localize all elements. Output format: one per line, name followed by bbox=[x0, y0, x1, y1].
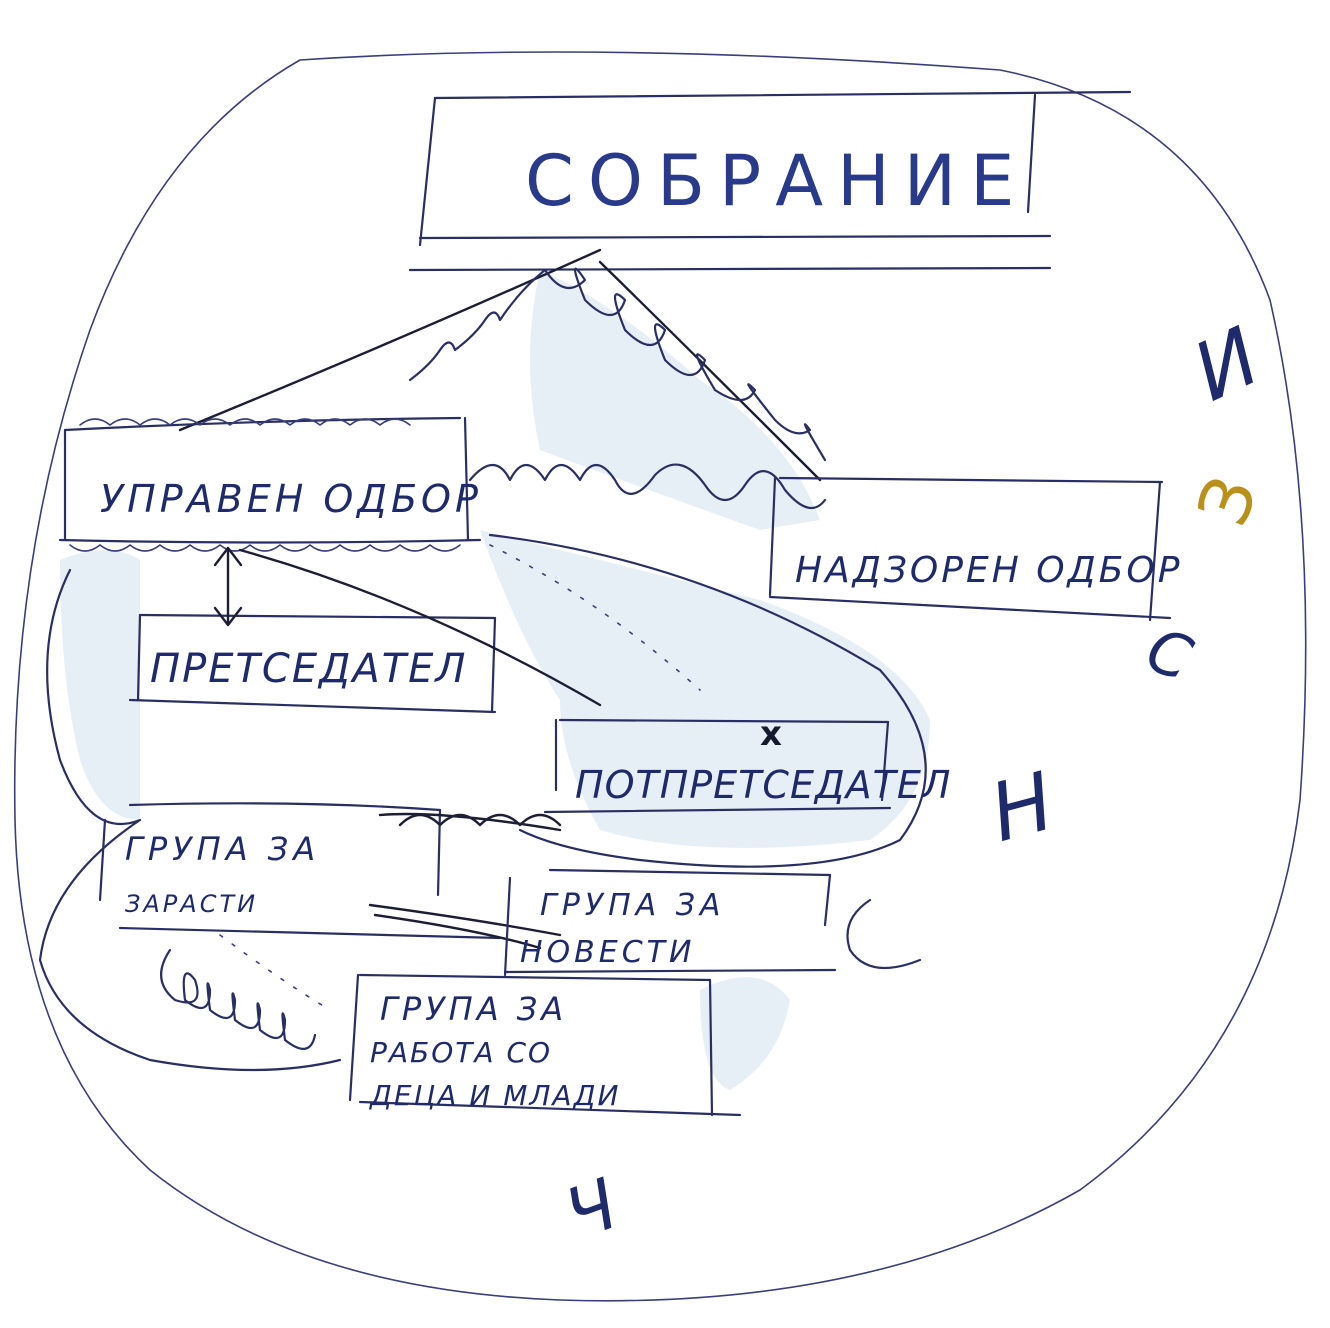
shaded-region-lower bbox=[700, 977, 790, 1090]
dotted-edge-growth-work bbox=[220, 935, 330, 1010]
loop-c-right-events bbox=[848, 900, 921, 968]
margin-letter-2: З bbox=[1182, 466, 1274, 536]
shaded-region-left bbox=[60, 550, 140, 820]
loop-squiggle-bottom-left bbox=[161, 950, 315, 1049]
margin-letter-5: Ч bbox=[555, 1163, 628, 1256]
group-work-label-2: РАБОТА СО bbox=[370, 1036, 552, 1069]
margin-letter-1: И bbox=[1180, 310, 1274, 420]
scribble-connector bbox=[380, 814, 560, 830]
supervisory-box bbox=[770, 478, 1170, 620]
group-growth-label-2: ЗАРАСТИ bbox=[125, 890, 258, 918]
margin-letter-4: С bbox=[1138, 615, 1201, 695]
margin-letter-3: Н bbox=[981, 755, 1063, 860]
group-events-label-1: ГРУПА ЗА bbox=[540, 888, 725, 923]
cross-mark: x bbox=[760, 714, 782, 754]
group-work-label-1: ГРУПА ЗА bbox=[380, 990, 567, 1028]
double-arrow-management-chairman bbox=[215, 548, 241, 625]
group-events-label-2: НОВЕСТИ bbox=[520, 935, 695, 970]
shaded-region-upper bbox=[530, 270, 820, 530]
management-label: УПРАВЕН ОДБОР bbox=[100, 477, 482, 521]
chairman-label: ПРЕТСЕДАТЕЛ bbox=[150, 646, 468, 692]
title-label: СОБРАНИЕ bbox=[525, 140, 1028, 222]
supervisory-label: НАДЗОРЕН ОДБОР bbox=[795, 550, 1182, 591]
vice-chairman-label: ПОТПРЕТСЕДАТЕЛ bbox=[575, 763, 951, 807]
group-work-label-3: ДЕЦА И МЛАДИ bbox=[368, 1079, 620, 1112]
group-growth-label-1: ГРУПА ЗА bbox=[125, 830, 320, 868]
